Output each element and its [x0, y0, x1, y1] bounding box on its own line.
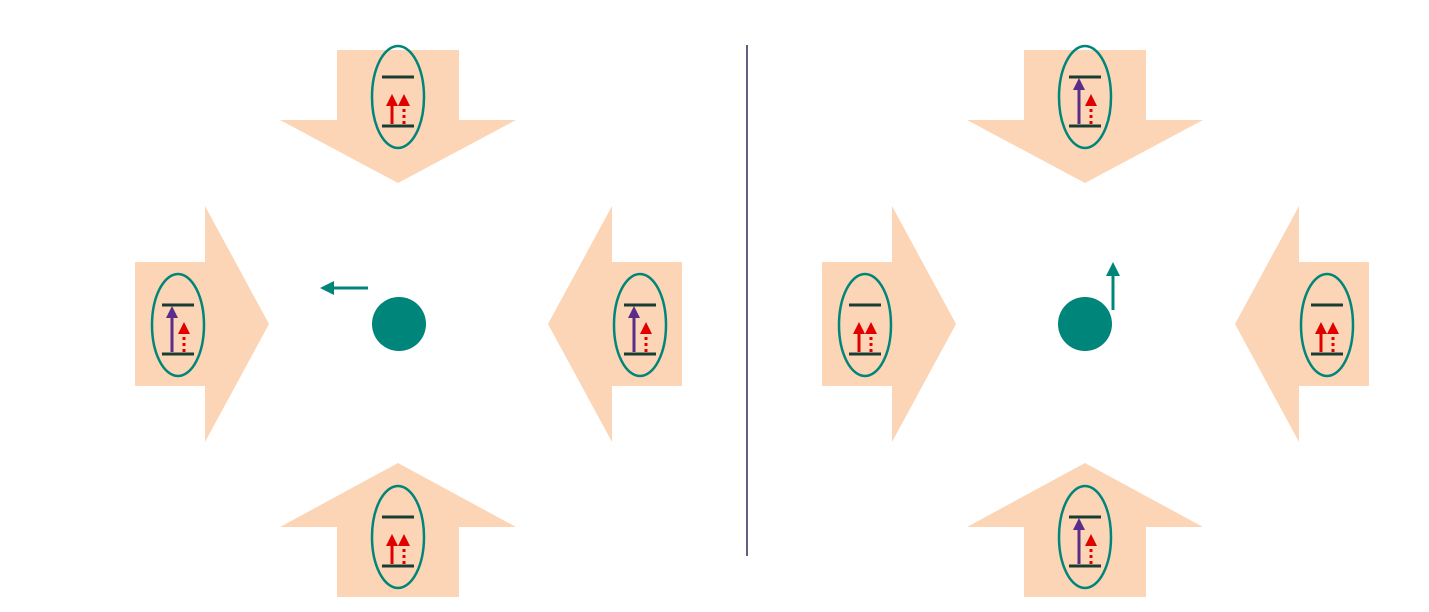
photon-arrowhead-icon — [1315, 322, 1327, 334]
beam-arrow-left — [822, 206, 956, 442]
energy-level-ellipse-icon — [612, 272, 668, 378]
ellipse-outline — [612, 272, 668, 378]
ellipse-outline — [150, 272, 206, 378]
beam-arrow-top — [967, 50, 1203, 183]
ellipse-outline — [370, 44, 426, 150]
photon-arrowhead-icon — [386, 94, 398, 106]
velocity-arrow-icon — [320, 281, 334, 295]
detuned-photon-arrowhead-icon — [1327, 322, 1339, 334]
energy-level-ellipse-icon — [150, 272, 206, 378]
beam-arrow-top — [280, 50, 516, 183]
photon-arrowhead-icon — [1073, 78, 1085, 90]
energy-level-ellipse-icon — [837, 272, 893, 378]
ellipse-outline — [1299, 272, 1355, 378]
atom-circle-icon — [1058, 297, 1112, 351]
velocity-arrow-icon — [1106, 262, 1120, 276]
energy-level-ellipse-icon — [1299, 272, 1355, 378]
ellipse-outline — [370, 484, 426, 590]
detuned-photon-arrowhead-icon — [398, 94, 410, 106]
ellipse-outline — [1057, 484, 1113, 590]
ellipse-outline — [837, 272, 893, 378]
energy-level-ellipse-icon — [370, 484, 426, 590]
detuned-photon-arrowhead-icon — [1085, 94, 1097, 106]
photon-arrowhead-icon — [1073, 518, 1085, 530]
beam-arrow-left — [135, 206, 269, 442]
panel-right — [822, 44, 1369, 597]
panel-left — [135, 44, 682, 597]
detuned-photon-arrowhead-icon — [865, 322, 877, 334]
photon-arrowhead-icon — [166, 306, 178, 318]
atom-circle-icon — [372, 297, 426, 351]
energy-level-ellipse-icon — [1057, 484, 1113, 590]
energy-level-ellipse-icon — [370, 44, 426, 150]
detuned-photon-arrowhead-icon — [398, 534, 410, 546]
photon-arrowhead-icon — [386, 534, 398, 546]
detuned-photon-arrowhead-icon — [1085, 534, 1097, 546]
detuned-photon-arrowhead-icon — [640, 322, 652, 334]
beam-arrow-bottom — [280, 463, 516, 597]
ellipse-outline — [1057, 44, 1113, 150]
photon-arrowhead-icon — [853, 322, 865, 334]
photon-arrowhead-icon — [628, 306, 640, 318]
energy-level-ellipse-icon — [1057, 44, 1113, 150]
detuned-photon-arrowhead-icon — [178, 322, 190, 334]
